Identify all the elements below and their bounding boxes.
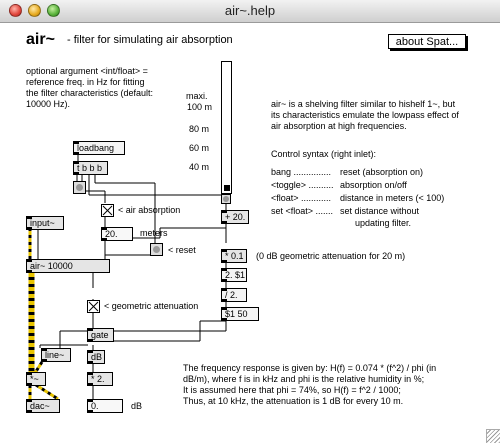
- loadbang-object[interactable]: loadbang: [73, 141, 125, 155]
- geometric-note-label: (0 dB geometric attenuation for 20 m): [256, 251, 406, 261]
- gate-object[interactable]: gate: [87, 328, 114, 342]
- air-absorption-toggle[interactable]: [101, 204, 114, 217]
- about-spat-button[interactable]: about Spat...: [388, 34, 466, 49]
- zoom-button[interactable]: [47, 4, 60, 17]
- title-bar: air~.help: [0, 0, 500, 23]
- scroll-corner[interactable]: [486, 429, 500, 443]
- db-number-box[interactable]: 0.: [87, 399, 123, 413]
- dac-object[interactable]: dac~: [26, 399, 60, 413]
- div-2-object[interactable]: / 2.: [221, 288, 247, 302]
- geometric-attenuation-label: < geometric attenuation: [104, 301, 199, 311]
- slider-tick-40: 40 m: [189, 162, 210, 172]
- close-button[interactable]: [9, 4, 22, 17]
- plus-20-object[interactable]: + 20.: [221, 210, 249, 224]
- control-heading: Control syntax (right inlet):: [271, 149, 377, 159]
- geometric-attenuation-toggle[interactable]: [87, 300, 100, 313]
- air-absorption-label: < air absorption: [118, 205, 181, 215]
- times-object[interactable]: *~: [26, 372, 46, 386]
- meters-number-box[interactable]: 20.: [101, 227, 133, 241]
- object-description: - filter for simulating air absorption: [67, 34, 233, 46]
- mul-0.1-object[interactable]: * 0.1: [221, 249, 247, 263]
- reset-bang[interactable]: [150, 243, 163, 256]
- db-object[interactable]: dB: [87, 350, 105, 364]
- window-title: air~.help: [224, 3, 276, 18]
- meters-label: meters: [140, 228, 168, 238]
- slider-tick-60: 60 m: [189, 143, 210, 153]
- slider-tick-80: 80 m: [189, 124, 210, 134]
- set-ramp-message[interactable]: $1 50: [221, 307, 259, 321]
- slider-maxi-label: maxi.: [186, 91, 208, 101]
- pow-object[interactable]: 2. $1: [221, 268, 247, 282]
- distance-slider[interactable]: [221, 61, 232, 194]
- slider-knob[interactable]: [224, 185, 230, 191]
- mult-2-object[interactable]: * 2.: [87, 372, 113, 386]
- slider-out-bang[interactable]: [221, 194, 231, 204]
- input-object[interactable]: input~: [26, 216, 64, 230]
- init-bang[interactable]: [73, 181, 86, 194]
- reset-label: < reset: [168, 245, 196, 255]
- air-filter-object[interactable]: air~ 10000: [26, 259, 110, 273]
- object-name: air~: [26, 31, 55, 48]
- minimize-button[interactable]: [28, 4, 41, 17]
- trigger-object[interactable]: t b b b: [73, 161, 108, 175]
- db-unit-label: dB: [131, 401, 143, 411]
- patch-cords: [28, 153, 227, 401]
- patcher-canvas: air~ - filter for simulating air absorpt…: [0, 23, 500, 443]
- slider-tick-100: 100 m: [187, 102, 213, 112]
- line-object[interactable]: line~: [41, 348, 71, 362]
